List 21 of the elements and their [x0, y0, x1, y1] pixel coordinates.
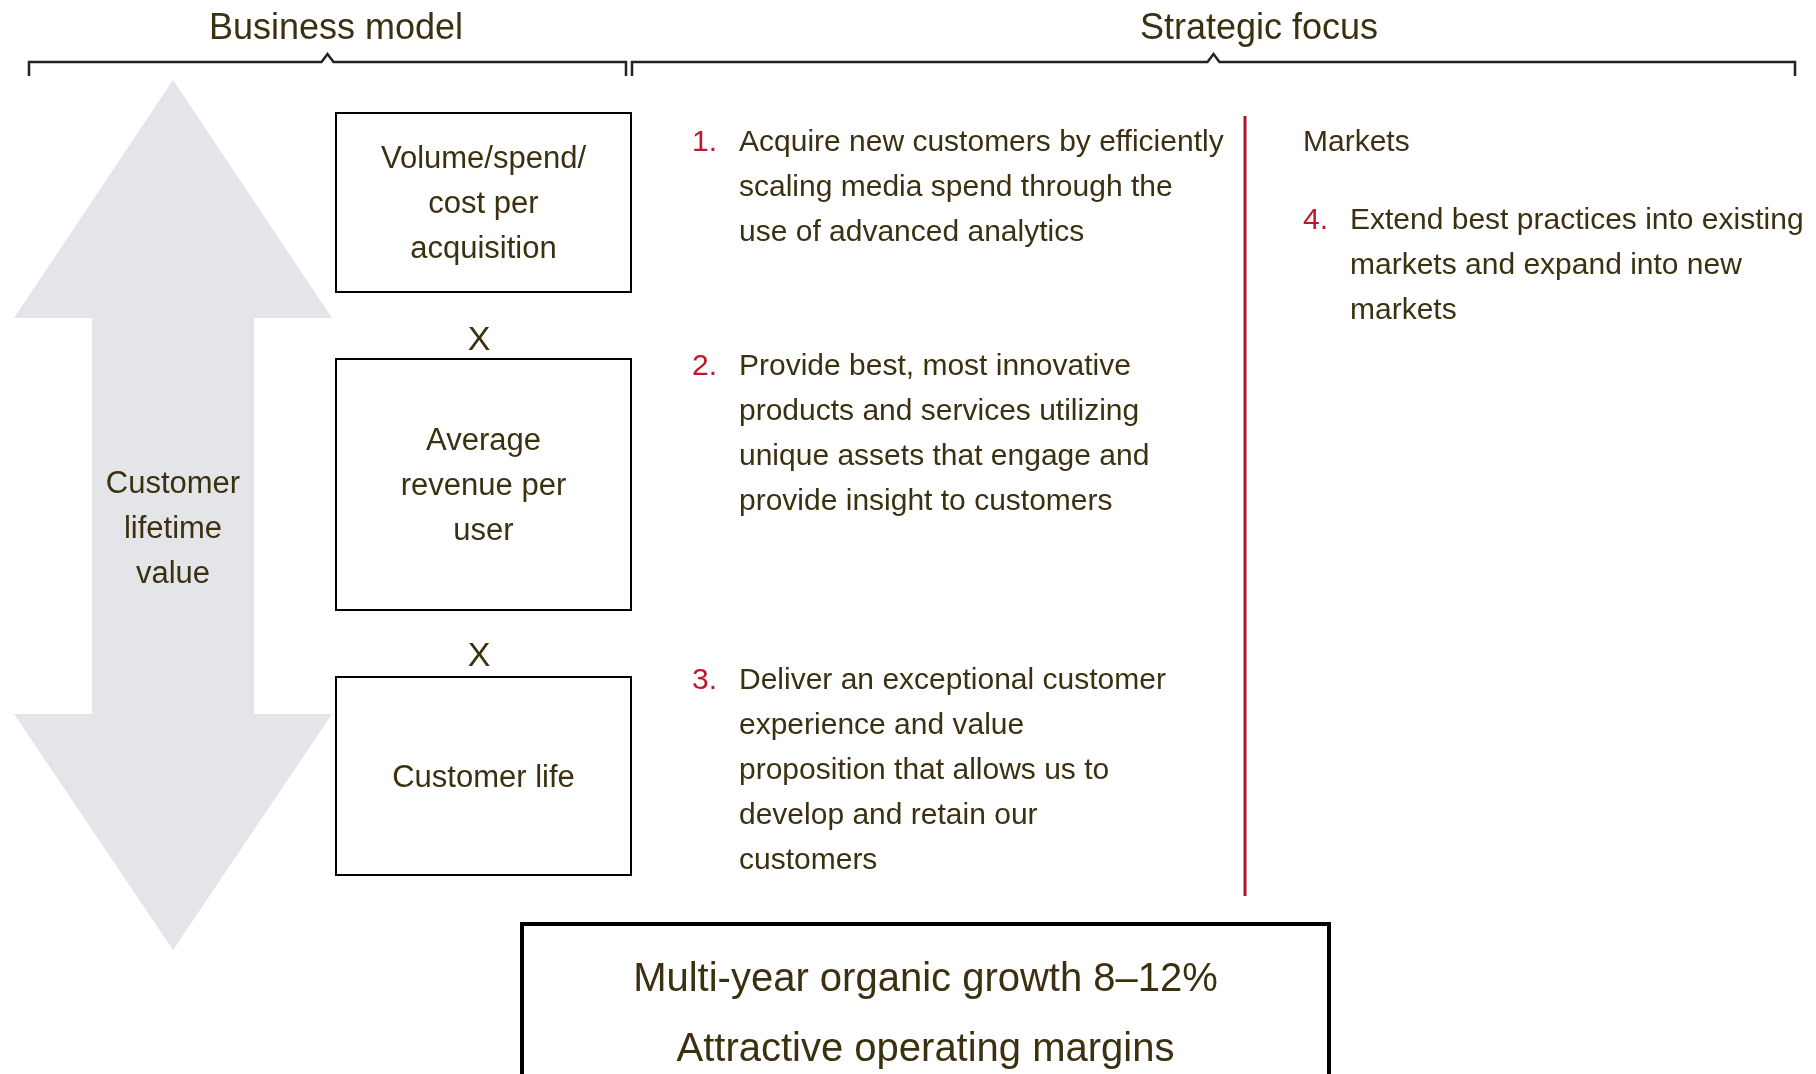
arrow-label: Customer lifetime value	[104, 464, 242, 592]
list-number: 4.	[1303, 201, 1330, 237]
process-box: Volume/spend/ cost per acquisition	[335, 112, 632, 293]
result-box	[520, 922, 1331, 1074]
list-item-text: Provide best, most innovative products and services utilizing unique assets that engage and provide insight to customers	[739, 347, 1151, 518]
result-text: Attractive operating margins	[676, 1024, 1175, 1071]
section-heading: Strategic focus	[1138, 5, 1380, 49]
double-arrow	[14, 80, 332, 950]
list-number: 2.	[692, 347, 719, 383]
process-box: Average revenue per user	[335, 358, 632, 611]
multiply-sign: X	[466, 318, 492, 359]
multiply-sign: X	[466, 634, 492, 675]
list-item-text: Deliver an exceptional customer experience and value proposition that allows us to develop and retain our customers	[739, 661, 1167, 877]
process-box: Customer life	[335, 676, 632, 876]
result-text: Multi-year organic growth 8–12%	[633, 954, 1218, 1001]
section-heading: Business model	[207, 5, 465, 49]
column-heading: Markets	[1303, 123, 1411, 159]
list-number: 1.	[692, 123, 719, 159]
list-number: 3.	[692, 661, 719, 697]
list-item-text: Extend best practices into existing markets and expand into new markets	[1350, 201, 1805, 327]
list-item-text: Acquire new customers by efficiently scaling media spend through the use of advanced analytics	[739, 123, 1225, 249]
